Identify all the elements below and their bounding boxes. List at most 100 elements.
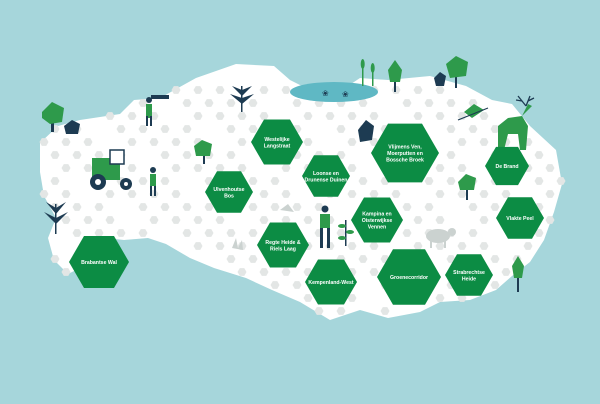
pattern-hex	[435, 294, 445, 302]
region-kempenland-west[interactable]: Kempenland-West	[305, 259, 357, 305]
decorations	[42, 56, 535, 292]
pattern-hex	[347, 112, 357, 120]
pattern-hex	[556, 177, 566, 185]
pattern-hex	[468, 203, 478, 211]
pattern-hex	[72, 229, 82, 237]
pattern-hex	[347, 138, 357, 146]
pattern-hex	[413, 112, 423, 120]
region-label: Brabantse Wal	[81, 260, 117, 266]
pattern-hex	[259, 86, 269, 94]
region-brabantse-wal[interactable]: Brabantse Wal	[69, 236, 129, 288]
pattern-hex	[127, 138, 137, 146]
pattern-hex	[281, 86, 291, 94]
region-label: Ulvenhoutse	[213, 187, 244, 193]
lily-pad-icon: ❀	[322, 89, 329, 98]
pattern-hex	[435, 216, 445, 224]
pattern-hex	[435, 190, 445, 198]
pattern-hex	[479, 112, 489, 120]
pattern-hex	[171, 216, 181, 224]
pattern-hex	[457, 294, 467, 302]
pattern-hex	[347, 242, 357, 250]
pattern-hex	[61, 164, 71, 172]
pattern-hex	[204, 203, 214, 211]
pattern-hex	[182, 203, 192, 211]
pattern-hex	[534, 177, 544, 185]
pattern-hex	[435, 242, 445, 250]
pattern-hex	[237, 138, 247, 146]
pattern-hex	[369, 190, 379, 198]
lily-pad-icon: ❀	[342, 90, 349, 99]
region-hexagon	[371, 123, 439, 183]
pattern-hex	[248, 229, 258, 237]
pattern-hex	[545, 190, 555, 198]
pattern-hex	[116, 229, 126, 237]
pattern-hex	[479, 242, 489, 250]
fern-icon	[230, 86, 254, 112]
pattern-hex	[105, 190, 115, 198]
pattern-hex	[248, 255, 258, 263]
region-label: Loonse en	[313, 171, 339, 177]
pattern-hex	[457, 242, 467, 250]
pattern-hex	[534, 151, 544, 159]
pattern-hex	[468, 125, 478, 133]
pattern-hex	[248, 203, 258, 211]
pattern-hex	[380, 307, 390, 315]
region-groenecorridor[interactable]: Groenecorridor	[377, 249, 441, 305]
pattern-hex	[545, 216, 555, 224]
pattern-hex	[39, 138, 49, 146]
region-vlakke-peel[interactable]: Vlakte Peel	[496, 197, 544, 239]
sheep-icon	[426, 228, 456, 248]
region-hexagon	[302, 155, 350, 197]
pattern-hex	[259, 268, 269, 276]
region-regte-heide[interactable]: Regte Heide &Riels Laag	[257, 222, 309, 268]
region-de-brand[interactable]: De Brand	[485, 146, 529, 186]
reeds-icon	[360, 59, 375, 86]
pattern-hex	[457, 190, 467, 198]
pattern-hex	[160, 203, 170, 211]
pattern-hex	[138, 229, 148, 237]
tree-icon	[194, 140, 212, 164]
pattern-hex	[292, 281, 302, 289]
pattern-hex	[457, 164, 467, 172]
tree-icon	[458, 174, 476, 200]
pattern-hex	[94, 203, 104, 211]
pattern-hex	[72, 151, 82, 159]
region-label: Regte Heide &	[265, 240, 300, 246]
pattern-hex	[127, 190, 137, 198]
pattern-hex	[336, 125, 346, 133]
pattern-hex	[490, 255, 500, 263]
pattern-hex	[479, 190, 489, 198]
region-label: Westelijke	[264, 137, 289, 143]
pattern-hex	[50, 255, 60, 263]
region-hexagon	[351, 197, 403, 243]
pattern-hex	[116, 125, 126, 133]
pattern-hex	[347, 190, 357, 198]
pattern-hex	[50, 177, 60, 185]
pattern-hex	[160, 125, 170, 133]
pattern-hex	[149, 138, 159, 146]
pattern-hex	[435, 164, 445, 172]
birdwatcher-figure	[146, 95, 169, 126]
pattern-hex	[61, 268, 71, 276]
tree-icon	[446, 56, 468, 88]
region-label: Moerputten en	[387, 151, 423, 157]
pattern-hex	[490, 281, 500, 289]
pattern-hex	[160, 151, 170, 159]
region-hexagon	[496, 197, 544, 239]
pattern-hex	[138, 125, 148, 133]
pattern-hex	[182, 99, 192, 107]
pattern-hex	[226, 255, 236, 263]
region-hexagon	[485, 146, 529, 186]
tree-icon	[512, 256, 524, 292]
pattern-hex	[171, 86, 181, 94]
pattern-hex	[534, 229, 544, 237]
region-hexagon	[205, 171, 253, 213]
pattern-hex	[314, 203, 324, 211]
